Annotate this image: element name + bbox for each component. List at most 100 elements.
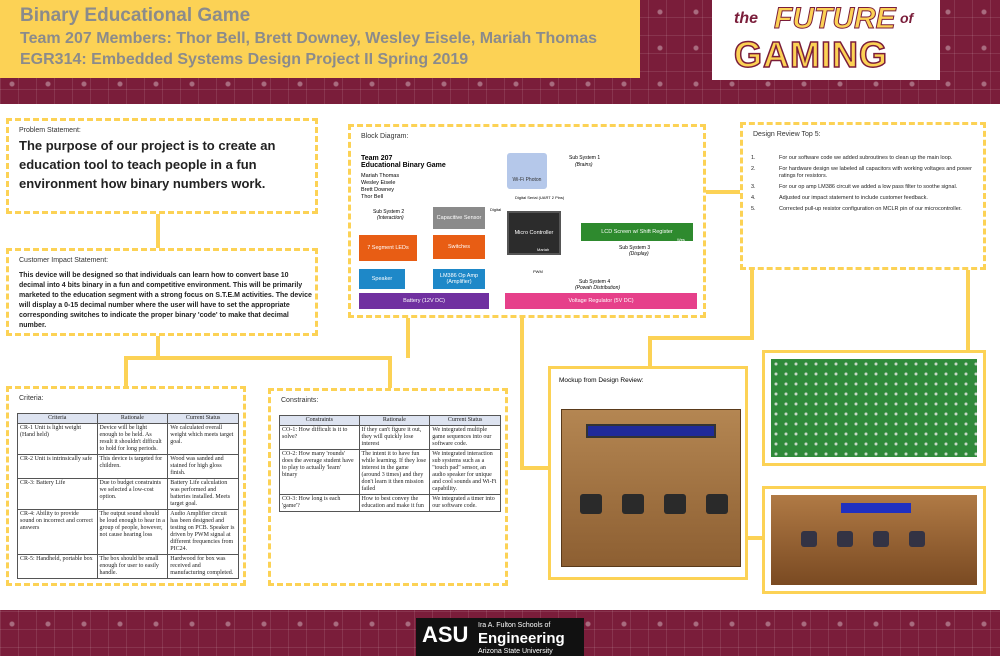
table-cell: CR-2 Unit is intrinsically safe [17,454,98,479]
block-diagram: Block Diagram: Team 207 Educational Bina… [348,124,706,318]
item-text: Adjusted our impact statement to include… [779,195,928,201]
impact-text: This device will be designed so that ind… [19,272,312,329]
logo-gaming: GAMING [733,33,888,76]
table-row: CR-1 Unit is light weight (Hand held)Dev… [17,423,239,455]
diagram-name: Wesley Eisele [361,180,396,186]
customer-impact: Customer Impact Statement: This device w… [6,248,318,336]
ss4-label: Sub System 4 [579,279,611,285]
table-cell: How to best convey the education and mak… [358,494,431,512]
table-cell: CO-3: How long is each 'game'? [279,494,360,512]
connector [156,214,160,248]
column-header: Rationale [96,413,169,424]
asu-engineering-logo: ASU Ira A. Fulton Schools of Engineering… [416,618,584,656]
speaker-block: Speaker [359,269,405,289]
game-button [664,494,686,514]
table-row: CO-3: How long is each 'game'?How to bes… [279,494,501,512]
future-of-gaming-logo: the FUTURE of GAMING [712,0,940,80]
problem-text: The purpose of our project is to create … [19,138,276,191]
list-item: 2. For hardware design we labeled all cap… [751,166,979,180]
mockup-label: Mockup from Design Review: [559,377,644,384]
table-cell: Device will be light enough to be held. … [96,423,169,455]
asu-line3: Arizona State University [478,648,553,655]
connector [648,336,754,340]
pcb-photo-panel [762,350,986,466]
criteria-label: Criteria: [19,395,44,402]
design-review: Design Review Top 5: 1.For our software … [740,122,986,270]
table-cell: CO-2: How many 'rounds' does the average… [279,449,360,495]
table-cell: Audio Amplifier circuit has been designe… [167,509,239,555]
list-item: 4.Adjusted our impact statement to inclu… [751,195,979,202]
block-diagram-figure: Team 207 Educational Binary Game Mariah … [357,151,699,313]
game-button [837,531,853,547]
column-header: Current Status [167,413,239,424]
lcd-screen [841,503,911,513]
diagram-name: Mariah Thomas [361,173,400,179]
seven-segment-block: 7 Segment LEDs [359,235,417,261]
item-text: For our software code we added subroutin… [779,155,953,161]
table-cell: This device is targeted for children. [96,454,169,479]
table-cell: If they can't figure it out, they will q… [358,425,431,450]
logo-future: FUTURE [774,2,897,36]
table-cell: CR-5: Handheld, portable box [17,554,98,579]
item-text: For hardware design we labeled all capac… [779,166,972,179]
connector [750,270,754,338]
column-header: Constraints [279,415,360,426]
item-number: 2. [751,166,756,172]
table-cell: We integrated multiple game sequences in… [429,425,501,450]
game-button [909,531,925,547]
item-number: 3. [751,184,756,190]
ss2-label: Sub System 2 [373,209,405,215]
logo-the: the [734,10,758,27]
battery-block: Battery (12V DC) [359,293,489,309]
capacitive-sensor-block: Capacitive Sensor [433,207,485,229]
table-cell: The intent it to have fun while learning… [358,449,431,495]
course-title: EGR314: Embedded Systems Design Project … [20,51,469,68]
pcb-photo [771,359,977,457]
diagram-name: Brett Downey [361,187,395,193]
ss2-sub: (Interaction) [377,215,404,221]
game-button [873,531,889,547]
switches-block: Switches [433,235,485,259]
impact-label: Customer Impact Statement: [19,257,109,264]
mariah-tag: Mariah [537,247,550,252]
ss3-label: Sub System 3 [619,245,651,251]
team-members: Team 207 Members: Thor Bell, Brett Downe… [20,30,598,47]
table-cell: CR-3: Battery Life [17,478,98,510]
table-cell: We integrated a timer into our software … [429,494,501,512]
connector [388,356,392,388]
mockup-photo [561,409,741,567]
connector [124,356,392,360]
diagram-team: Team 207 [361,155,393,162]
amplifier-block: LM386 Op Amp (Amplifier) [433,269,485,289]
wifi-photon-block: Wi-Fi Photon [507,153,547,189]
connector [748,536,764,540]
microcontroller-block: Micro Controller [507,211,561,255]
list-item: 5.Corrected pull-up resistor configurati… [751,206,979,213]
logo-of: of [900,10,914,26]
table-cell: CR-4: Ability to provide sound on incorr… [17,509,98,555]
title-banner: Binary Educational Game Team 207 Members… [0,0,640,78]
table-cell: We integrated interaction sub systems su… [429,449,501,495]
table-row: CR-4: Ability to provide sound on incorr… [17,509,239,555]
asu-line1: Ira A. Fulton Schools of [478,622,551,629]
column-header: Criteria [17,413,98,424]
connector [520,318,524,468]
problem-statement: Problem Statement: The purpose of our pr… [6,118,318,214]
ss3-sub: (Display) [629,251,649,257]
table-cell: Battery Life calculation was performed a… [167,478,239,510]
diagram-name: Thor Bell [361,194,384,200]
table-cell: Due to budget constraints we selected a … [96,478,169,510]
column-header: Rationale [358,415,431,426]
connector [406,318,410,358]
item-number: 1. [751,155,756,161]
block-label: Block Diagram: [361,133,409,140]
wes-tag: Wes [677,237,685,242]
ss1-sub: (Brains) [575,162,593,168]
table-cell: The output sound should be loud enough t… [96,509,169,555]
connector [706,190,740,194]
